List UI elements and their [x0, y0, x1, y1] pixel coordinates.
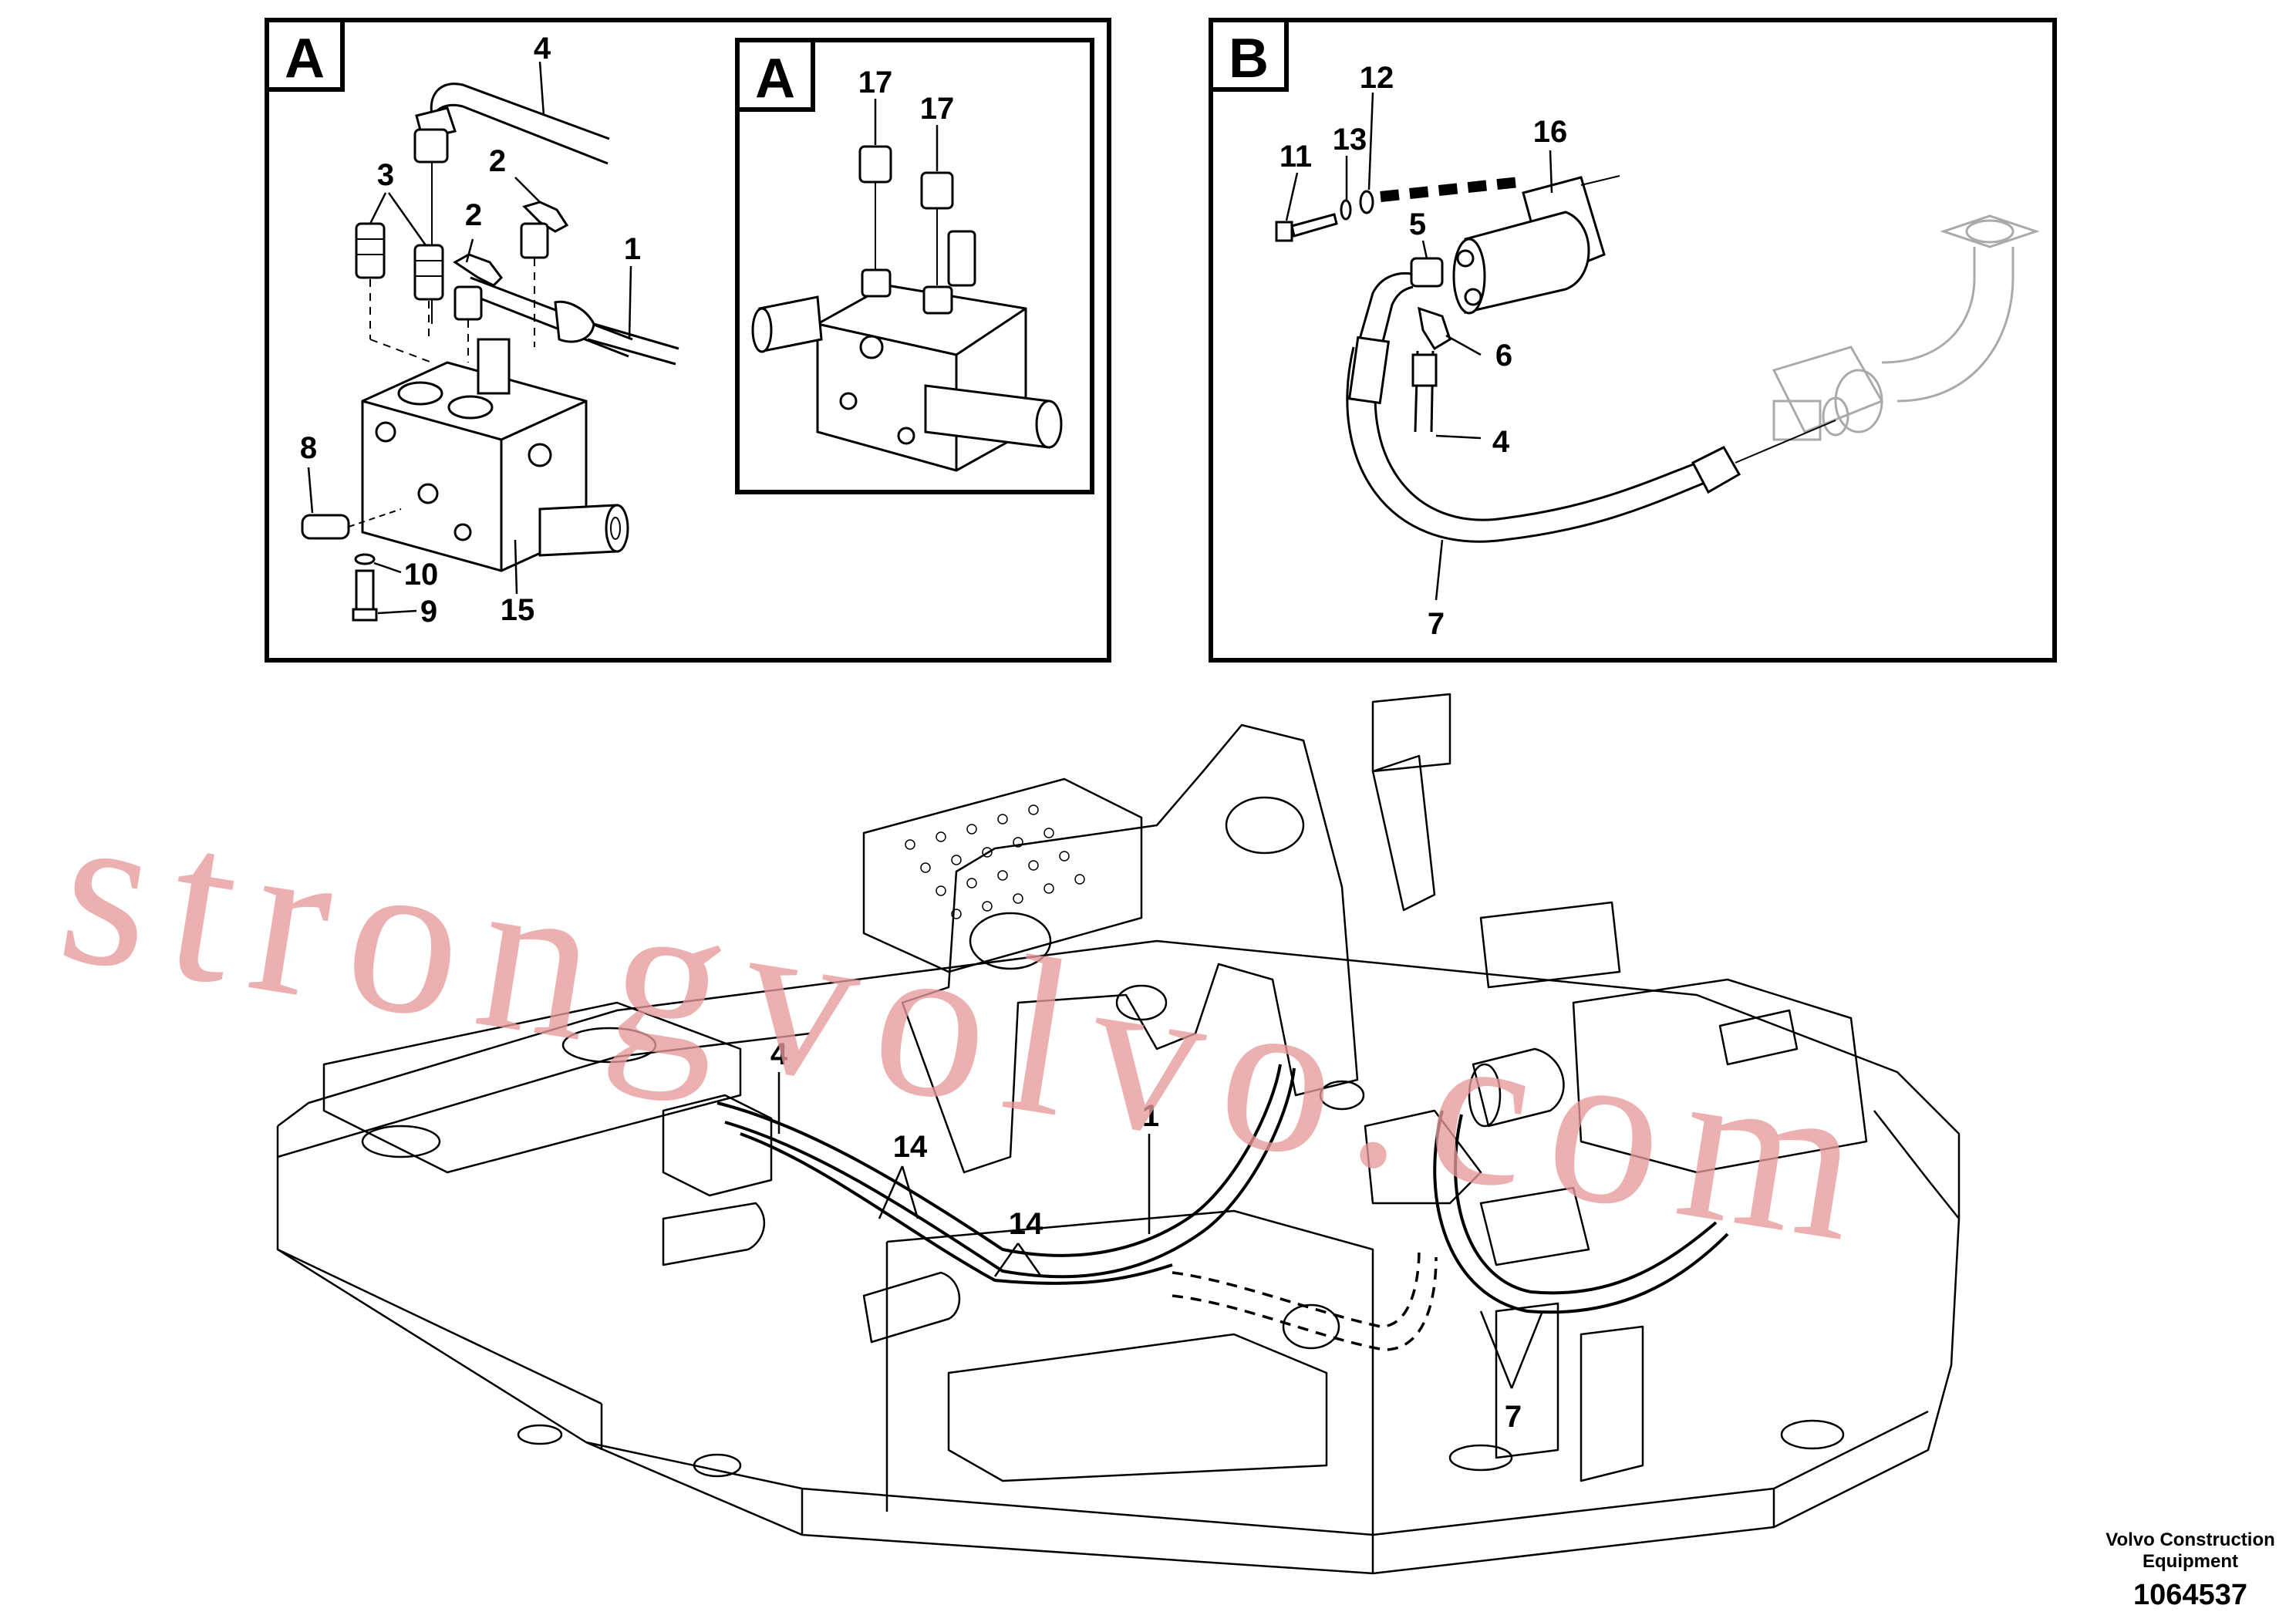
panel-a-letter: A: [285, 28, 325, 89]
callout-7: 7: [1428, 607, 1445, 641]
panel-a-inset: A 17 17: [735, 38, 1094, 494]
drawing-number: 1064537: [2133, 1579, 2247, 1611]
callout-17b: 17: [920, 92, 955, 126]
callout-main-1: 1: [1142, 1099, 1159, 1133]
brand-line-1: Volvo Construction: [2106, 1529, 2275, 1550]
callout-2b: 2: [465, 198, 482, 232]
callout-16: 16: [1533, 115, 1568, 149]
main-view: [276, 693, 1961, 1575]
callout-main-14: 14: [893, 1130, 928, 1164]
callout-6: 6: [1495, 339, 1512, 373]
callout-main-4: 4: [770, 1037, 788, 1071]
callout-1: 1: [624, 232, 641, 266]
callout-17: 17: [858, 66, 893, 99]
callout-13: 13: [1333, 123, 1367, 157]
watermark-text: strongvolvo.com: [46, 760, 1896, 1291]
callout-main-7: 7: [1505, 1400, 1522, 1434]
callout-5: 5: [1409, 207, 1426, 241]
callout-main-14b: 14: [1009, 1207, 1043, 1241]
callout-4b: 4: [1492, 425, 1510, 459]
brand-line-2: Equipment: [2143, 1551, 2238, 1572]
panel-b: B: [1209, 18, 2057, 663]
callout-8: 8: [300, 431, 317, 465]
callout-15: 15: [501, 593, 535, 627]
callout-11: 11: [1279, 140, 1312, 174]
callout-3: 3: [377, 158, 394, 192]
panel-b-letter-box: [1209, 18, 1289, 92]
panel-a-inset-letter: A: [755, 48, 795, 110]
callout-4: 4: [534, 32, 551, 66]
callout-12: 12: [1360, 61, 1394, 95]
callout-10: 10: [404, 558, 439, 592]
panel-a-inset-letter-box: [735, 38, 815, 112]
panel-b-letter: B: [1229, 28, 1269, 89]
panel-a-letter-box: [265, 18, 345, 92]
panel-b-frame: [1209, 18, 2057, 663]
footer: Volvo Construction Equipment 1064537: [2106, 1529, 2275, 1611]
main-view-callouts: 4 14 14 1 7: [770, 1037, 1522, 1434]
callout-9: 9: [420, 595, 437, 629]
callout-2: 2: [489, 144, 506, 178]
